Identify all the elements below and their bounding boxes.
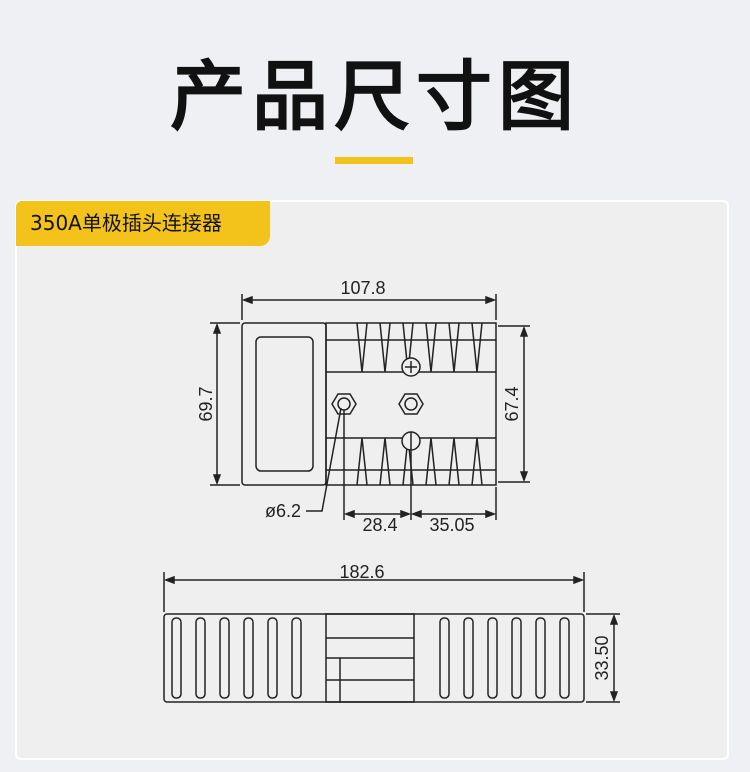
- dim-bottom-width-lines: [163, 572, 585, 612]
- label-left-height: 69.7: [196, 386, 216, 421]
- dim-left-height-lines: [210, 322, 240, 486]
- connector-side-view: [163, 613, 585, 703]
- hole-leader-line: [306, 407, 342, 512]
- label-offset-1: 28.4: [362, 515, 397, 535]
- dim-right-height-lines: [498, 325, 530, 483]
- label-bottom-height: 33.50: [592, 635, 612, 680]
- page-title: 产品尺寸图: [170, 52, 580, 141]
- section-tag: 350A单极插头连接器: [16, 201, 270, 246]
- label-offset-2: 35.05: [429, 515, 474, 535]
- label-top-width: 107.8: [340, 278, 385, 298]
- dim-top-width-lines: [241, 294, 497, 320]
- title-underline: [335, 157, 413, 164]
- label-right-height: 67.4: [502, 386, 522, 421]
- dim-bottom-height-lines: [586, 613, 620, 703]
- dim-offsets-lines: [343, 410, 497, 520]
- label-hole-diameter: ø6.2: [265, 501, 301, 521]
- drawing-card: [15, 200, 729, 760]
- label-bottom-width: 182.6: [339, 562, 384, 582]
- connector-top-view: [241, 322, 497, 486]
